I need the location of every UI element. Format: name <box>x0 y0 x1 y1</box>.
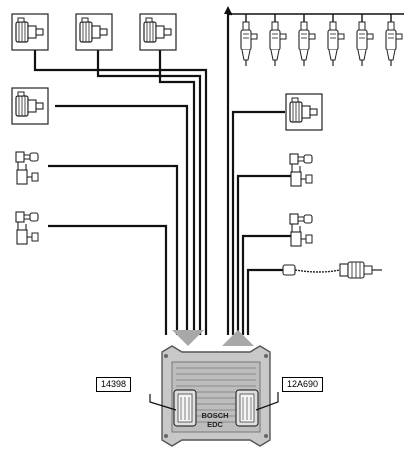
leader-right <box>255 392 279 411</box>
sensor-left-plug-1 <box>15 151 39 185</box>
ecu-connector-right <box>235 389 259 427</box>
sensor-top-3 <box>139 13 177 51</box>
sensor-top-1 <box>11 13 49 51</box>
sensor-left-plug-2 <box>15 211 39 245</box>
injector-feed-arrowhead <box>224 6 232 14</box>
connector-code-right: 12A690 <box>282 377 324 392</box>
right-wire-bundle <box>226 12 293 335</box>
injector-1 <box>240 14 258 67</box>
injector-2 <box>269 14 287 67</box>
ecu-brand-label: BOSCH <box>201 411 228 420</box>
injector-3 <box>298 14 316 67</box>
injector-4 <box>327 14 345 67</box>
output-arrow <box>222 330 254 346</box>
leader-left <box>149 394 177 411</box>
sensor-left-boxed <box>11 87 49 125</box>
sensor-top-2 <box>75 13 113 51</box>
connector-code-left: 14398 <box>96 377 132 392</box>
sensor-probe <box>282 261 382 279</box>
sensor-right-plug-1 <box>289 153 313 187</box>
injector-row <box>240 14 403 67</box>
ecu-model-label: EDC <box>207 420 223 429</box>
ecu-unit: BOSCH EDC <box>161 345 271 447</box>
injector-5 <box>356 14 374 67</box>
ecu-connector-left <box>173 389 197 427</box>
input-arrow <box>172 330 204 346</box>
sensor-right-plug-2 <box>289 213 313 247</box>
sensor-right-boxed <box>285 93 323 131</box>
injector-6 <box>385 14 403 67</box>
left-wire-bundle <box>33 50 208 335</box>
